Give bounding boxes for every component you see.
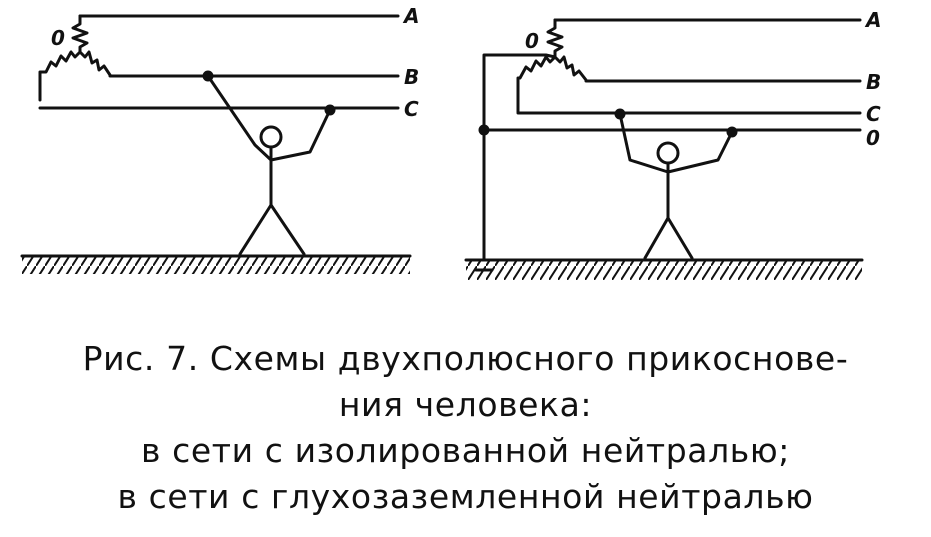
figure-caption: Рис. 7. Схемы двухполюсного прикоснове- … [0,336,931,520]
phase-label-b: B [404,65,419,89]
neutral-label: 0 [51,26,65,50]
grounded-neutral-scheme [464,18,864,272]
contact-point-neutral [726,126,738,138]
caption-line: Рис. 7. Схемы двухполюсного прикоснове- [82,339,849,378]
isolated-neutral-scheme [20,14,412,258]
neutral-label: 0 [525,29,539,53]
caption-line: в сети с глухозаземленной нейтралью [117,477,814,516]
phase-label-a: A [402,4,419,28]
transformer-star-windings [482,18,588,262]
phase-label-c: C [866,102,881,126]
contact-point-b [202,70,214,82]
person-figure [206,74,332,256]
phase-label-b: B [866,70,881,94]
caption-line: ния человека: [338,385,593,424]
ground-hatching [466,261,862,280]
contact-point-c [614,108,626,120]
phase-label-a: A [864,8,881,32]
ground-hatching [22,257,410,274]
two-pole-touch-diagrams: 0 A B C [20,4,881,280]
caption-line: в сети с изолированной нейтралью; [141,431,790,470]
transformer-star-windings [38,14,112,102]
neutral-wire-label: 0 [866,126,880,150]
neutral-junction-dot [478,124,490,136]
phase-label-c: C [404,97,419,121]
person-figure [618,112,734,260]
contact-point-c [324,104,336,116]
